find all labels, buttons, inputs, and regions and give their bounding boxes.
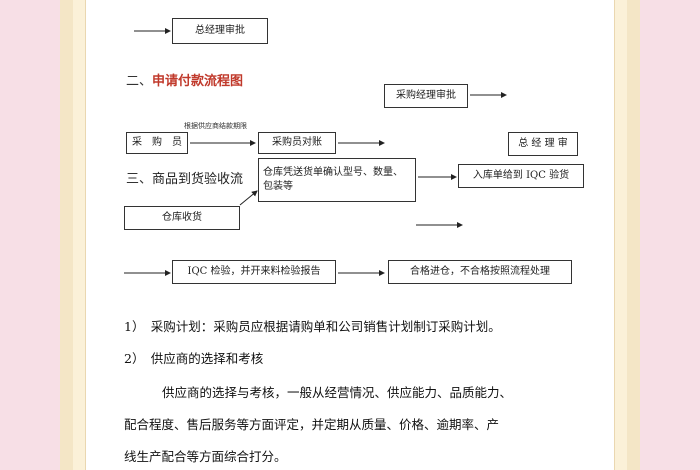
box-qualified-storage: 合格进仓，不合格按照流程处理 bbox=[388, 260, 572, 284]
section-3-heading: 三、商品到货验收流 bbox=[126, 168, 243, 187]
box-purchase-manager-approval: 采购经理审批 bbox=[384, 84, 468, 108]
section-3-title: 商品到货验收流 bbox=[152, 172, 244, 187]
box-warehouse-receive: 仓库收货 bbox=[124, 206, 240, 230]
box-buyer-reconcile: 采购员对账 bbox=[258, 132, 336, 154]
section-3-number: 三、 bbox=[126, 172, 153, 187]
box-buyer: 采 购 员 bbox=[126, 132, 188, 154]
paragraph-line-3: 线生产配合等方面综合打分。 bbox=[124, 449, 287, 464]
section-2-number: 二、 bbox=[126, 74, 153, 89]
box-warehouse-delivery-confirm: 仓库凭送货单确认型号、数量、包装等 bbox=[258, 158, 416, 202]
box-general-manager-review: 总 经 理 审 bbox=[508, 132, 578, 156]
paragraph-line-1: 供应商的选择与考核，一般从经营情况、供应能力、品质能力、 bbox=[162, 385, 513, 400]
paragraph-line-2: 配合程度、售后服务等方面评定，并定期从质量、价格、逾期率、产 bbox=[124, 417, 500, 432]
box-iqc-inspection: IQC 检验，并开来料检验报告 bbox=[172, 260, 336, 284]
item-1-purchase-plan: 1） 采购计划：采购员应根据请购单和公司销售计划制订采购计划。 bbox=[124, 319, 501, 334]
section-2-title: 申请付款流程图 bbox=[152, 74, 244, 89]
section-2-heading: 二、申请付款流程图 bbox=[126, 70, 243, 89]
document-page bbox=[86, 0, 614, 470]
arrow-to-warehouse-notice bbox=[239, 190, 258, 206]
supplier-payment-term-note: 根据供应商结款期限 bbox=[184, 122, 247, 130]
box-general-manager-approval: 总经理审批 bbox=[172, 18, 268, 44]
item-2-supplier-selection: 2） 供应商的选择和考核 bbox=[124, 351, 264, 366]
box-stock-to-iqc: 入库单给到 IQC 验货 bbox=[458, 164, 584, 188]
